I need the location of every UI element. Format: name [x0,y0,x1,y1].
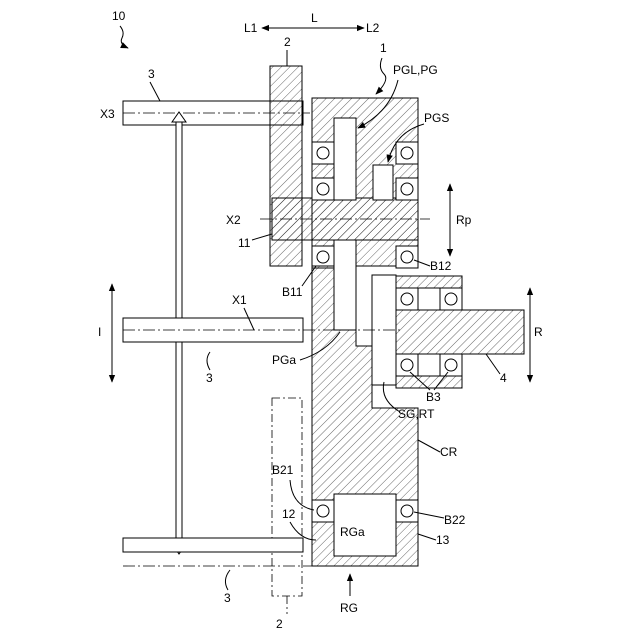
label-B11: B11 [282,285,303,299]
leader-CR [418,440,440,452]
figure-number: 10 [112,9,126,23]
planet-gear-small-PGS [373,165,393,200]
label-B22: B22 [444,513,466,527]
label-L2: L2 [366,21,380,35]
leader-3-bottom [225,570,230,590]
label-3-mid: 3 [206,371,213,385]
leader-4 [486,354,500,374]
planet-gear-large [334,118,356,200]
label-SG-RT: SG,RT [398,407,435,421]
label-11: 11 [238,236,251,250]
output-shaft-4 [396,310,524,354]
label-I: I [98,325,101,339]
label-B12: B12 [430,259,452,273]
label-4: 4 [500,371,507,385]
label-L1: L1 [244,21,258,35]
figure-number-leader [120,26,128,48]
bearing-B3 [396,354,462,376]
leader-3-mid [207,352,210,370]
label-12: 12 [282,507,296,521]
shaft-3-lower [123,538,303,552]
leader-13 [418,534,436,540]
label-RGa: RGa [340,525,365,539]
label-3-top: 3 [148,67,155,81]
label-B3: B3 [426,390,441,404]
bearing-B21 [312,500,334,522]
label-3-bottom: 3 [224,591,231,605]
leader-11 [252,234,272,240]
label-PGa: PGa [272,353,296,367]
label-R: R [534,325,543,339]
bearing-upper-output [396,288,462,310]
label-X2: X2 [226,213,241,227]
label-1: 1 [380,41,387,55]
leader-3-top [150,82,160,101]
label-PGS: PGS [424,111,449,125]
leader-1 [376,58,386,94]
label-CR: CR [440,445,458,459]
label-PGL-PG: PGL,PG [393,63,438,77]
label-X3: X3 [100,107,115,121]
label-2-top: 2 [284,35,291,49]
bearing-B11 [312,246,334,268]
bearing-B22 [396,500,418,522]
bearing-B12 [396,246,418,268]
housing-top-output [396,276,462,288]
label-Rp: Rp [456,213,472,227]
label-13: 13 [436,533,450,547]
label-L: L [311,11,318,25]
planet-gear-lower-slot [334,240,356,330]
label-2-bottom: 2 [276,617,283,631]
label-RG: RG [340,601,358,615]
label-X1: X1 [232,293,247,307]
housing-bottom-output [396,376,462,388]
label-B21: B21 [272,463,294,477]
